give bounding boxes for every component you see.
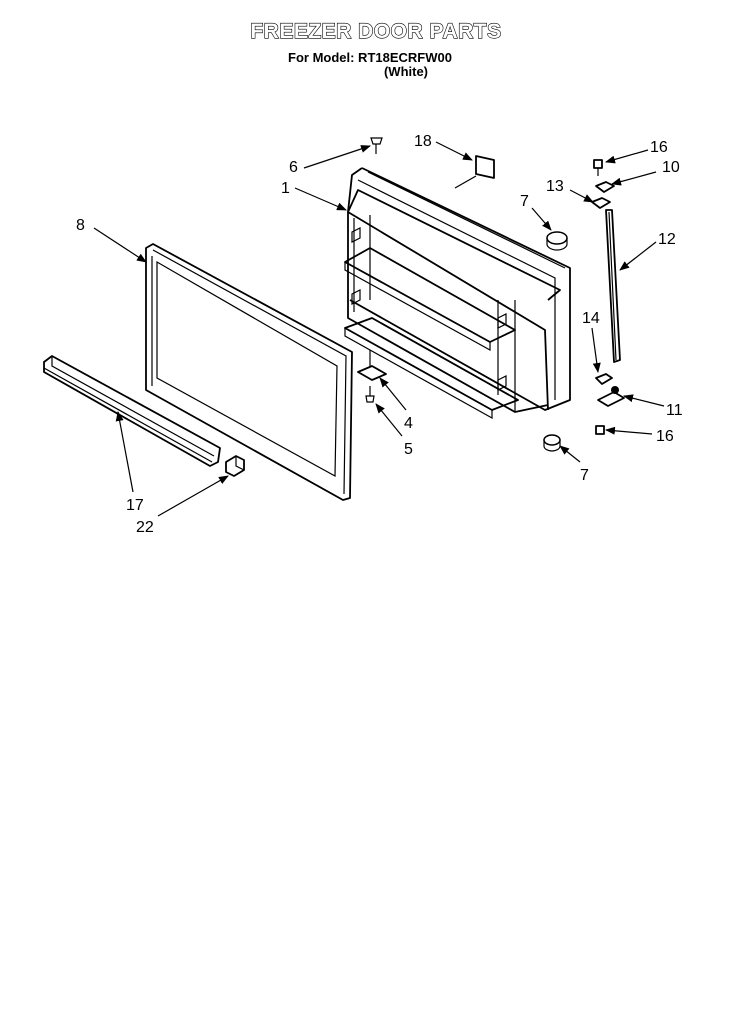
callout-11: 11 — [666, 402, 683, 419]
leader-1 — [294, 187, 347, 211]
leader-7-top — [531, 207, 552, 231]
callout-7-bottom: 7 — [580, 467, 589, 484]
diagram-title: FREEZER DOOR PARTS — [250, 19, 502, 43]
leader-lines — [93, 141, 665, 517]
screw-part-16-bottom — [595, 425, 605, 435]
leader-16-top — [605, 149, 649, 164]
bracket-part-13 — [591, 197, 611, 209]
leader-10 — [611, 171, 657, 186]
callout-labels: 6 1 18 7 8 16 10 13 12 14 11 16 7 4 5 17… — [76, 133, 683, 536]
end-cap-part — [225, 455, 245, 477]
plug-part-7-bottom — [543, 434, 561, 452]
callout-7-top: 7 — [520, 193, 529, 210]
plug-part-7-top — [546, 231, 568, 251]
screw-part-6 — [370, 137, 383, 154]
hinge-part-11 — [597, 386, 625, 407]
leader-7-bottom — [559, 445, 581, 463]
leader-11 — [623, 394, 665, 407]
callout-22: 22 — [136, 519, 154, 536]
bracket-part-14 — [595, 373, 613, 385]
leader-12 — [619, 241, 657, 271]
leader-8 — [93, 227, 147, 263]
door-liner-part — [344, 167, 571, 420]
screw-part-16-top — [593, 159, 603, 176]
leader-4 — [379, 377, 407, 411]
leader-17 — [115, 411, 134, 493]
leader-14 — [591, 327, 601, 373]
callout-16-top: 16 — [650, 139, 668, 156]
callout-8: 8 — [76, 217, 85, 234]
hinge-bracket-part-4 — [357, 350, 387, 381]
callout-13: 13 — [546, 178, 564, 195]
leader-16-bottom — [605, 426, 653, 435]
callout-17: 17 — [126, 497, 144, 514]
screw-part-5 — [365, 386, 375, 403]
model-line: For Model: RT18ECRFW00 — [288, 50, 452, 65]
leader-6 — [303, 145, 371, 169]
leader-22 — [157, 475, 229, 517]
leader-13 — [569, 189, 594, 203]
handle-part-12 — [605, 209, 621, 363]
label-part-18 — [475, 155, 495, 179]
callout-18: 18 — [414, 133, 432, 150]
leader-5 — [375, 403, 403, 437]
leader-18 — [435, 141, 473, 161]
callout-14: 14 — [582, 310, 600, 327]
leader-18b — [454, 175, 477, 189]
callout-5: 5 — [404, 441, 413, 458]
callout-12: 12 — [658, 231, 676, 248]
door-gasket-part — [145, 243, 353, 501]
color-line: (White) — [383, 64, 429, 79]
trim-strip-part — [43, 355, 221, 467]
callout-16-bottom: 16 — [656, 428, 674, 445]
callout-10: 10 — [662, 159, 680, 176]
callout-4: 4 — [404, 415, 413, 432]
hinge-part-10 — [595, 181, 615, 193]
callout-6: 6 — [289, 159, 298, 176]
callout-1: 1 — [281, 180, 290, 197]
